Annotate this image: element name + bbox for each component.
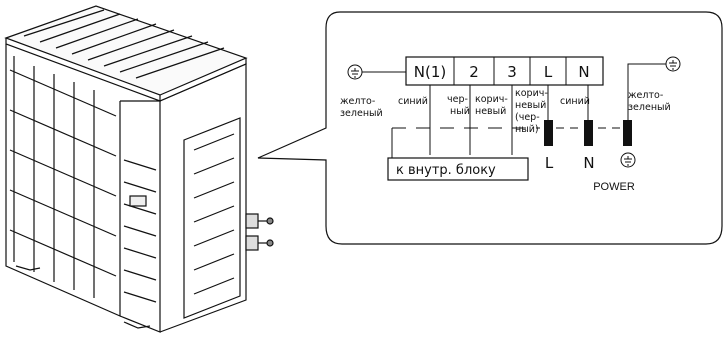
indoor-unit-label: к внутр. блоку <box>396 163 496 178</box>
wires <box>362 63 666 158</box>
power-l-label: L <box>545 154 554 172</box>
ground-label-line1: желто- <box>340 96 375 107</box>
ground-icon <box>347 64 363 80</box>
ground-icon <box>620 152 636 168</box>
terminal-2-label: 2 <box>469 63 479 81</box>
ground2-label-line1: желто- <box>628 90 663 101</box>
power-ground-plug <box>623 120 632 146</box>
black-label-line1: чер- <box>447 94 468 105</box>
outdoor-unit <box>4 5 274 333</box>
ground-label-line2: зеленый <box>340 108 383 119</box>
blue-label: синий <box>398 96 428 107</box>
wire-labels: желто- зеленый синий чер- ный корич- нев… <box>340 88 671 135</box>
black-label-line2: ный <box>450 106 470 117</box>
brownblack-label-line2: невый <box>515 100 546 111</box>
power-n-label: N <box>583 154 594 172</box>
ground2-label-line2: зеленый <box>628 102 671 113</box>
brownblack-label-line3: (чер- <box>515 112 540 123</box>
brownblack-label-line1: корич- <box>515 88 548 99</box>
ground-icon <box>665 56 681 72</box>
blue2-label: синий <box>560 96 590 107</box>
brownblack-label-line4: ный) <box>515 124 539 135</box>
power-l-plug <box>544 120 553 146</box>
terminal-l-label: L <box>544 63 553 81</box>
brown-label-line1: корич- <box>475 94 508 105</box>
brown-label-line2: невый <box>475 106 506 117</box>
terminal-block: N(1) 2 3 L N <box>405 56 604 86</box>
terminal-n1-label: N(1) <box>414 63 446 81</box>
terminal-n-label: N <box>578 63 589 81</box>
indoor-unit-box <box>387 157 529 181</box>
power-label: POWER <box>593 181 635 193</box>
terminal-3-label: 3 <box>507 63 517 81</box>
power-n-plug <box>584 120 593 146</box>
